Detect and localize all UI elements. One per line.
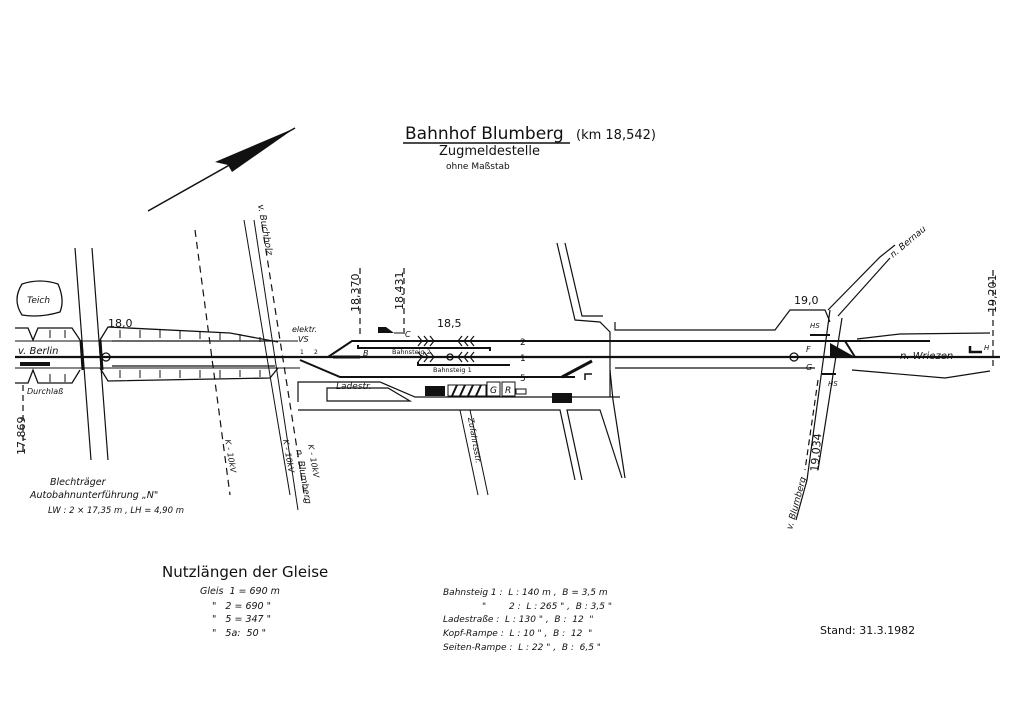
to-bernau-label: n. Bernau: [889, 224, 929, 260]
signal-g-label: G: [806, 363, 812, 372]
signal-b-label: B: [363, 349, 369, 358]
stand-date: Stand: 31.3.1982: [820, 624, 915, 637]
building-g: [486, 381, 501, 397]
km-18370: 18,370: [349, 274, 362, 313]
embankment-ticks: [49, 330, 261, 382]
road-crossing: [556, 242, 896, 521]
pond: [16, 280, 63, 317]
dimension-row: Ladestraße : L : 130 " , B : 12 ": [443, 615, 594, 625]
bridge-note-1: Blechträger: [50, 477, 107, 488]
tracks: [15, 340, 1000, 380]
signal-h-label: H: [984, 344, 990, 352]
hs-label: HS: [828, 380, 838, 388]
dimension-row: Seiten-Rampe : L : 22 " , B : 6,5 ": [443, 643, 601, 653]
km-marker-lines: [22, 268, 994, 471]
scale-note: ohne Maßstab: [446, 162, 510, 172]
cable-lines: [194, 219, 306, 511]
platforms: [357, 345, 510, 366]
from-blumberg-label: v. Blumberg: [785, 476, 809, 531]
platform-2-label: Bahnsteig 2: [392, 348, 431, 356]
building-g-label: G: [490, 386, 497, 396]
title-km: (km 18,542): [576, 128, 656, 143]
track-2: [327, 340, 930, 358]
track-length-row: Gleis 1 = 690 m: [200, 586, 280, 597]
points-label: 1: [300, 349, 304, 356]
shed: [552, 393, 572, 403]
embankment-right: [851, 332, 991, 379]
km-190: 19,0: [794, 294, 819, 307]
dimension-row: Bahnsteig 1 : L : 140 m , B = 3,5 m: [443, 588, 608, 598]
platform-1-label: Bahnsteig 1: [433, 366, 472, 374]
from-berlin-label: v. Berlin: [18, 346, 58, 357]
culvert-label: Durchlaß: [27, 387, 63, 396]
km-185: 18,5: [437, 317, 462, 330]
diagram-title: Bahnhof Blumberg: [405, 124, 564, 144]
km-180: 18,0: [108, 317, 133, 330]
track-label-2: 2: [520, 338, 526, 348]
track-label-5: 5: [520, 374, 526, 384]
elektr-vs-label: elektr.: [292, 325, 317, 334]
track-lengths-heading: Nutzlängen der Gleise: [162, 563, 328, 581]
bridge-note-3: LW : 2 × 17,35 m , LH = 4,90 m: [48, 506, 184, 516]
pond-label: Teich: [27, 296, 50, 306]
building-r-label: R: [505, 386, 511, 396]
bridge-note-2: Autobahnunterführung „N": [29, 490, 158, 501]
points-label: 2: [314, 349, 318, 356]
signal-mast-icon: [446, 353, 454, 361]
track-length-row: " 5 = 347 ": [212, 614, 271, 625]
ramp-hatched: [447, 384, 487, 397]
north-arrow-icon: [147, 127, 296, 212]
km-19201: 19,201: [986, 275, 999, 314]
signal-c-icon: [378, 327, 394, 333]
building-r: [501, 381, 516, 397]
km-18431: 18,431: [393, 272, 406, 311]
subtitle: Zugmeldestelle: [439, 144, 540, 159]
track-length-row: " 2 = 690 ": [212, 601, 271, 612]
hs-label: HS: [810, 322, 820, 330]
embankment: [15, 326, 279, 384]
track-5: [299, 359, 575, 378]
signal-c-label: C: [405, 330, 411, 339]
autobahn-bridge: [74, 247, 109, 461]
track-length-row: " 5a: 50 ": [212, 628, 266, 639]
dimension-row: " 2 : L : 265 " , B : 3,5 ": [482, 602, 612, 612]
ramp: [425, 386, 445, 396]
ladestrasse-label: Ladestr.: [336, 382, 372, 392]
track-label-1: 1: [520, 354, 526, 364]
loading-road: [297, 381, 623, 481]
dimension-row: Kopf-Rampe : L : 10 " , B : 12 ": [443, 629, 592, 639]
culvert: [20, 362, 50, 366]
elektr-vs-label: VS: [298, 335, 309, 344]
direction-arrows: [417, 335, 475, 363]
to-wriezen-label: n. Wriezen: [900, 351, 953, 362]
signal-f-label: F: [806, 345, 811, 354]
signal-mast-icon: [789, 352, 799, 362]
km-17869: 17,869: [15, 417, 28, 456]
